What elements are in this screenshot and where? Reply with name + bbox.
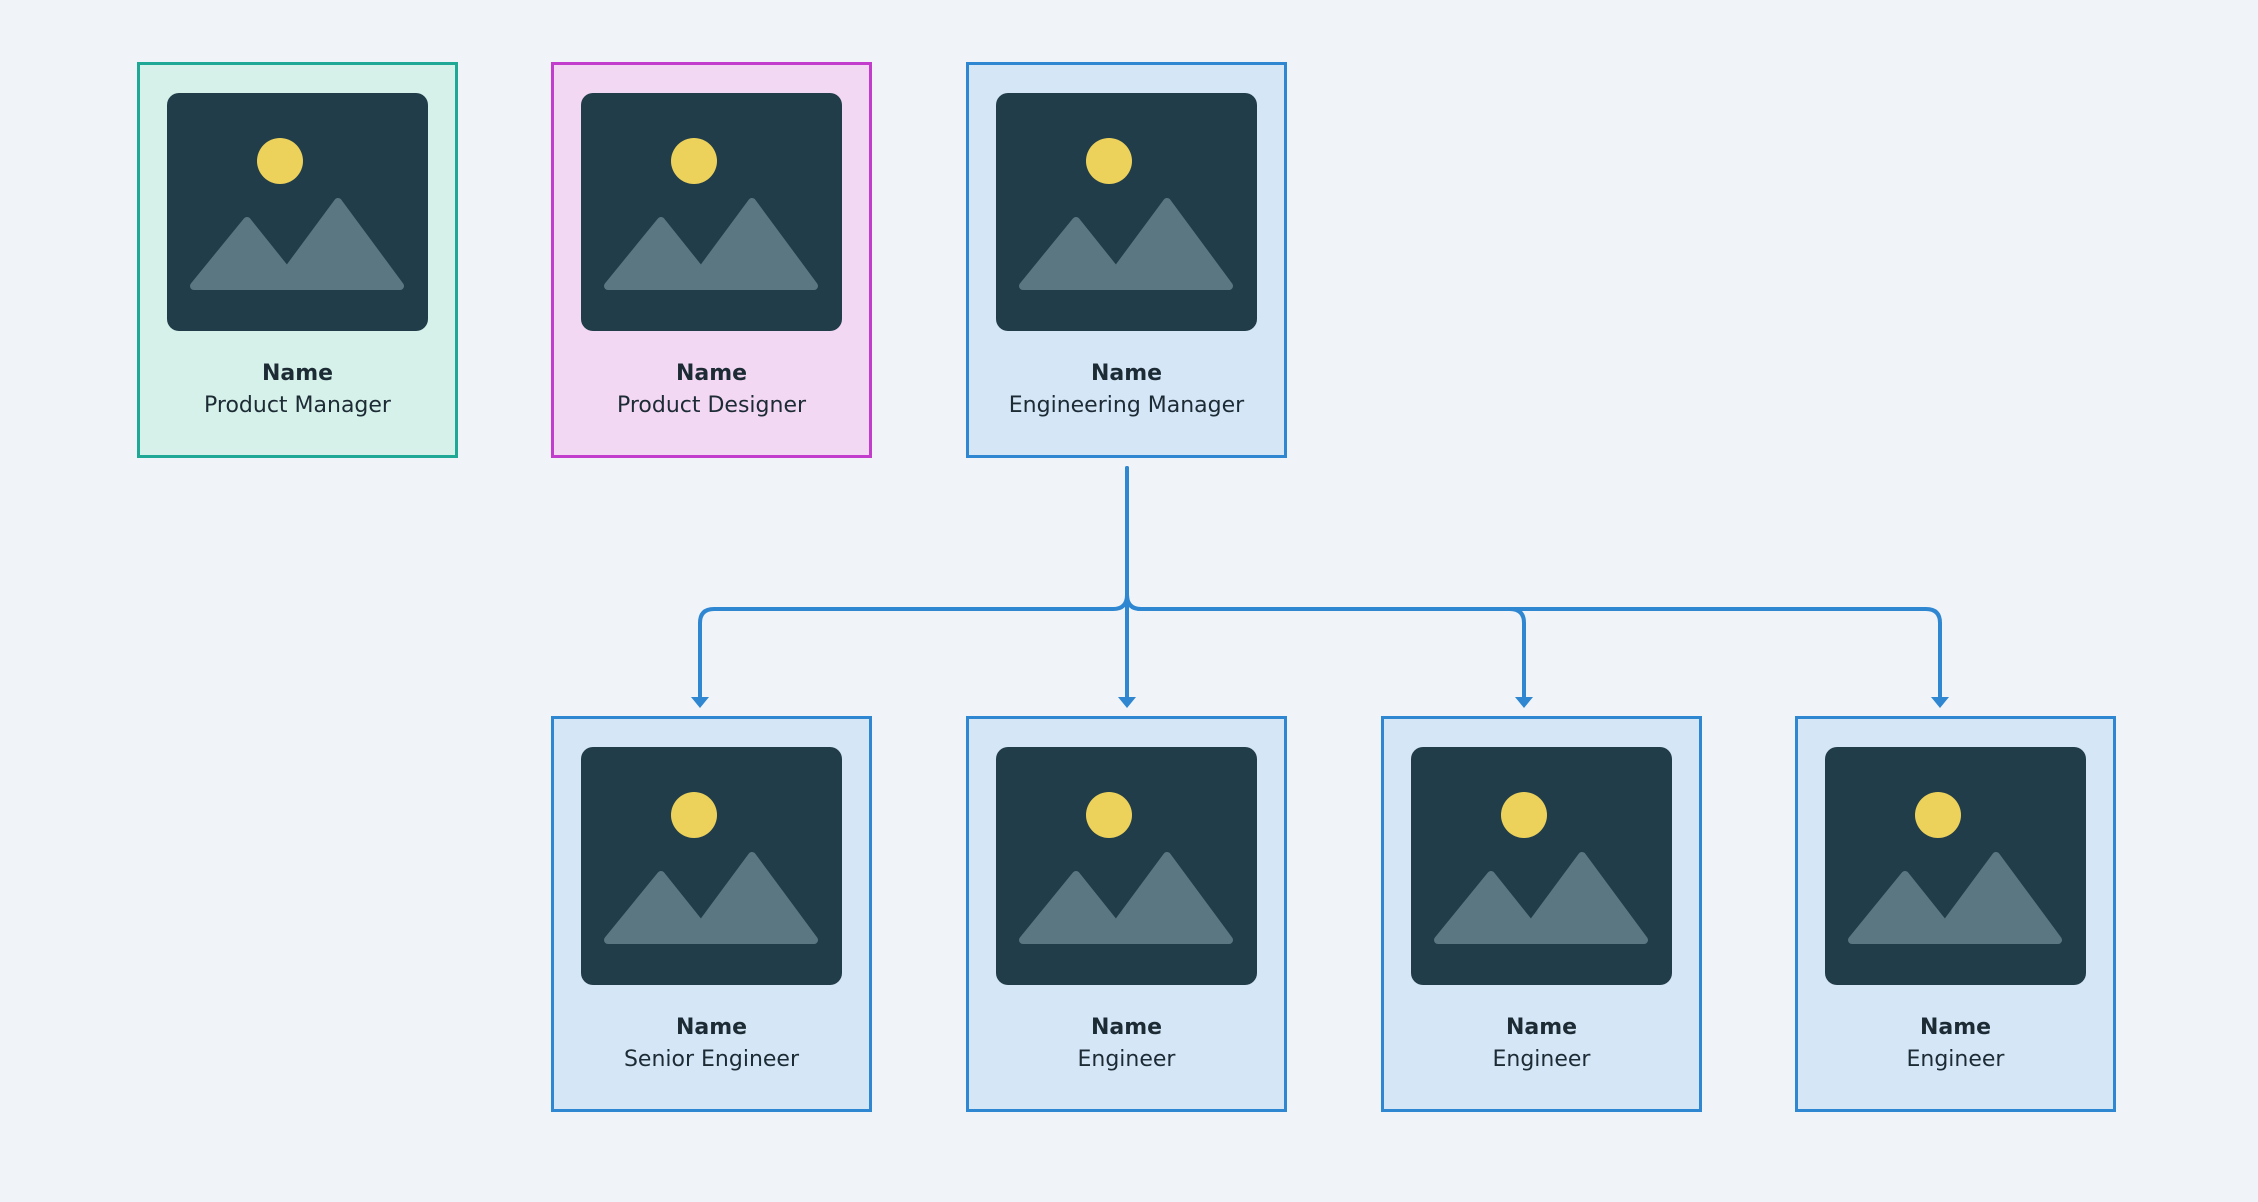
card-product-manager[interactable]: Name Product Manager (137, 62, 458, 458)
card-name: Name (261, 361, 334, 386)
card-name: Name (1505, 1015, 1578, 1040)
connector-em-to-engineer-2 (1125, 593, 1526, 705)
arrowhead-senior-engineer (691, 697, 709, 708)
image-placeholder-icon (1411, 747, 1672, 985)
card-role: Engineering Manager (1008, 393, 1245, 418)
card-name: Name (1090, 1015, 1163, 1040)
card-role: Engineer (1077, 1047, 1176, 1072)
card-engineer-2[interactable]: Name Engineer (1381, 716, 1702, 1112)
card-engineer-1[interactable]: Name Engineer (966, 716, 1287, 1112)
arrowhead-engineer-3 (1931, 697, 1949, 708)
card-product-designer[interactable]: Name Product Designer (551, 62, 872, 458)
card-name: Name (1090, 361, 1163, 386)
card-name: Name (1919, 1015, 1992, 1040)
arrowhead-engineer-1 (1118, 697, 1136, 708)
card-name: Name (675, 1015, 748, 1040)
card-role: Product Manager (204, 393, 391, 418)
card-role: Senior Engineer (623, 1047, 800, 1072)
connector-em-to-senior-engineer (698, 466, 1129, 705)
card-role: Engineer (1492, 1047, 1591, 1072)
card-name: Name (675, 361, 748, 386)
connector-em-to-engineer-3 (1125, 593, 1942, 705)
image-placeholder-icon (1825, 747, 2086, 985)
card-engineer-3[interactable]: Name Engineer (1795, 716, 2116, 1112)
card-role: Engineer (1906, 1047, 2005, 1072)
image-placeholder-icon (996, 93, 1257, 331)
card-senior-engineer[interactable]: Name Senior Engineer (551, 716, 872, 1112)
image-placeholder-icon (996, 747, 1257, 985)
image-placeholder-icon (581, 747, 842, 985)
card-role: Product Designer (616, 393, 807, 418)
image-placeholder-icon (581, 93, 842, 331)
image-placeholder-icon (167, 93, 428, 331)
card-engineering-manager[interactable]: Name Engineering Manager (966, 62, 1287, 458)
arrowhead-engineer-2 (1515, 697, 1533, 708)
